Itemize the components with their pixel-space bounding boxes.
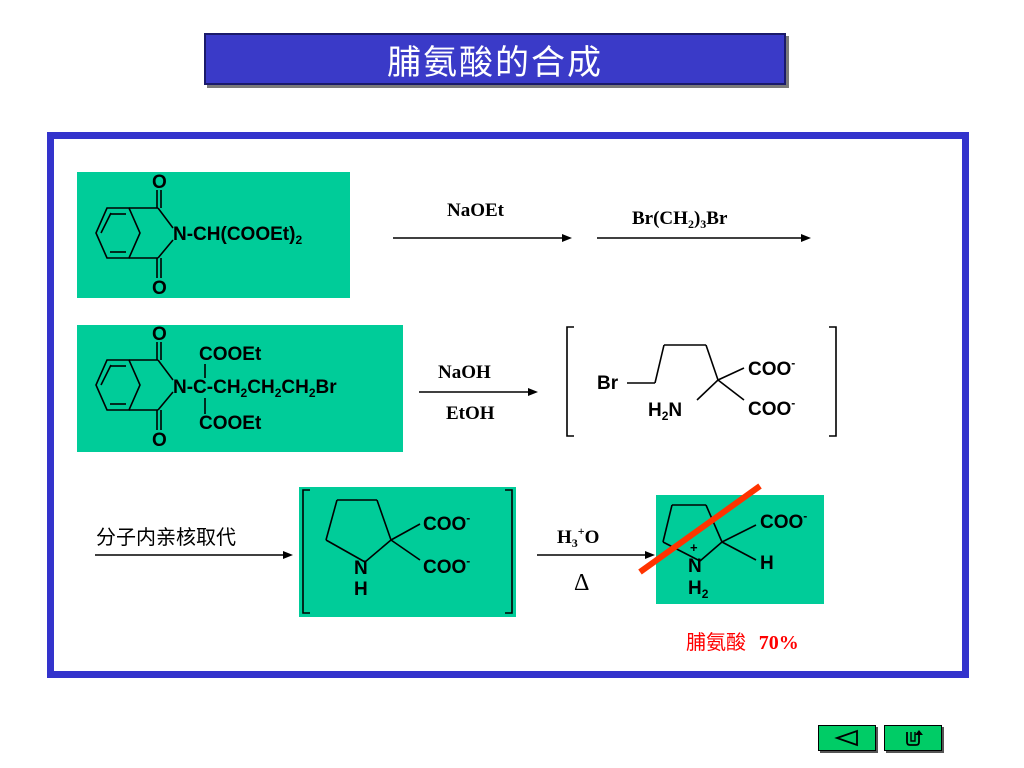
intermediate-n: N [354,558,368,579]
reagent-etoh: EtOH [446,403,495,424]
carbonyl-o-top: O [152,172,167,193]
reagent-naoh: NaOH [438,362,491,383]
alkylated-ester-box [77,325,403,452]
proline-h: H [760,553,774,574]
proline-coo: COO- [760,509,808,533]
product-coo-top: COO- [748,356,796,380]
proline-n: N [688,556,702,577]
reagent-dibromopropane: Br(CH2)3Br [632,208,728,231]
intermediate-coo-top: COO- [423,511,471,535]
strike-out-line [638,483,762,575]
product-name-label: 脯氨酸 70% [686,630,799,654]
cooet-top: COOEt [199,344,262,365]
carbonyl-o-top-2: O [152,324,167,345]
reagent-naoet: NaOEt [447,200,504,221]
alkyl-chain: N-C-CH2CH2CH2Br [173,377,337,400]
heat-delta-symbol: Δ [574,570,590,596]
n-substituent: N-CH(COOEt)2 [173,224,303,247]
intermediate-h: H [354,579,368,600]
cooet-bottom: COOEt [199,413,262,434]
carbonyl-o-bottom-2: O [152,430,167,451]
return-button[interactable] [884,725,942,751]
intermediate-coo-bottom: COO- [423,554,471,578]
proline-nh2: H2 [688,578,709,601]
proline-n-plus: + [690,540,698,555]
proline-product-box [656,495,824,604]
previous-slide-button[interactable] [818,725,876,751]
product-br: Br [597,373,619,394]
title-banner: 脯氨酸的合成 [204,33,786,85]
phthalimidomalonate-box [77,172,350,298]
product-coo-bottom: COO- [748,396,796,420]
return-arrow-icon [906,730,923,746]
product-amine: H2N [648,400,683,423]
carbonyl-o-bottom: O [152,278,167,299]
intramolecular-substitution-label: 分子内亲核取代 [96,525,236,549]
page-title: 脯氨酸的合成 [387,42,603,83]
reagent-hydronium: H3+O [557,524,600,550]
triangle-left-icon [834,729,858,747]
